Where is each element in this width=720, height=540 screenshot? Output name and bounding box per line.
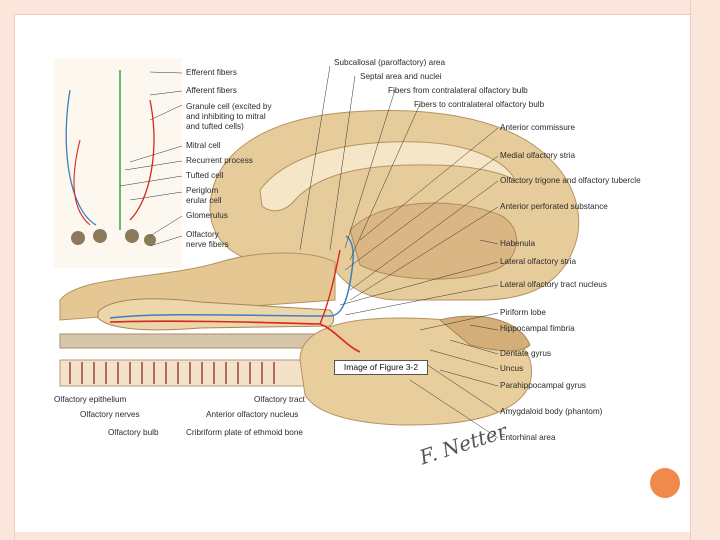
inset-red-fiber — [129, 99, 155, 221]
label-uncus: Uncus — [500, 364, 524, 373]
olfactory-epithelium — [59, 359, 341, 387]
hippocampus — [438, 315, 531, 352]
label-hippocampal-fimbria: Hippocampal fimbria — [500, 324, 575, 333]
frame-border-top — [0, 0, 720, 14]
label-entorhinal-area: Entorhinal area — [500, 433, 556, 442]
label-dentate-gyrus: Dentate gyrus — [500, 349, 551, 358]
label-granule-cell-2: and inhibiting to mitral — [186, 112, 266, 121]
cribriform-plate — [59, 333, 341, 349]
blue-fiber-tract — [109, 235, 354, 319]
label-recurrent-process: Recurrent process — [186, 156, 253, 165]
leader-lines — [119, 65, 499, 439]
label-anterior-olfactory-nucleus: Anterior olfactory nucleus — [206, 410, 299, 419]
label-olfactory-epithelium: Olfactory epithelium — [54, 395, 127, 404]
frame-border-right — [690, 0, 720, 540]
label-anterior-commissure: Anterior commissure — [500, 123, 576, 132]
label-subcallosal-area: Subcallosal (parolfactory) area — [334, 58, 446, 67]
frame-line-top — [14, 14, 690, 15]
label-lateral-olfactory-stria: Lateral olfactory stria — [500, 257, 576, 266]
label-septal-area: Septal area and nuclei — [360, 72, 442, 81]
label-amygdaloid-body: Amygdaloid body (phantom) — [500, 407, 603, 416]
label-tufted-cell: Tufted cell — [186, 171, 224, 180]
label-granule-cell-3: and tufted cells) — [186, 122, 244, 131]
corpus-callosum — [259, 141, 517, 212]
label-mitral-cell: Mitral cell — [186, 141, 221, 150]
label-olfactory-nerve-2: nerve fibers — [186, 240, 229, 249]
label-medial-olfactory-stria: Medial olfactory stria — [500, 151, 576, 160]
accent-dot — [650, 468, 680, 498]
label-glomerulus: Glomerulus — [186, 211, 228, 220]
epithelium-cells — [69, 362, 275, 384]
label-periglomerular-2: erular cell — [186, 196, 222, 205]
label-efferent-fibers: Efferent fibers — [186, 68, 237, 77]
label-olfactory-nerve-1: Olfactory — [186, 230, 219, 239]
frame-border-bottom — [0, 532, 720, 540]
label-piriform-lobe: Piriform lobe — [500, 308, 546, 317]
label-fibers-to-contralateral: Fibers to contralateral olfactory bulb — [414, 100, 545, 109]
label-afferent-fibers: Afferent fibers — [186, 86, 237, 95]
frame-line-left — [14, 14, 15, 540]
inset-glomeruli — [71, 229, 156, 246]
red-fiber-medial — [319, 249, 341, 325]
label-cribriform-plate: Cribriform plate of ethmoid bone — [186, 428, 303, 437]
inset-blue-fiber — [65, 89, 97, 226]
label-olfactory-tract: Olfactory tract — [254, 395, 305, 404]
label-parahippocampal-gyrus: Parahippocampal gyrus — [500, 381, 587, 390]
figure-caption-box: Image of Figure 3-2 — [334, 360, 428, 375]
label-olfactory-trigone: Olfactory trigone and olfactory tubercle — [500, 176, 641, 185]
label-anterior-perforated-substance: Anterior perforated substance — [500, 202, 608, 211]
label-olfactory-bulb: Olfactory bulb — [108, 428, 159, 437]
label-granule-cell-1: Granule cell (excited by — [186, 102, 272, 111]
label-olfactory-nerves: Olfactory nerves — [80, 410, 140, 419]
label-fibers-from-contralateral: Fibers from contralateral olfactory bulb — [388, 86, 528, 95]
frame-line-right — [690, 0, 691, 540]
thalamus-region — [349, 202, 517, 280]
inset-red-fiber-2 — [73, 139, 91, 226]
frame-border-left — [0, 0, 14, 540]
label-periglomerular-1: Periglom — [186, 186, 219, 195]
red-fiber-tract — [109, 320, 361, 353]
label-habenula: Habenula — [500, 239, 536, 248]
label-lateral-olfactory-tract-nucleus: Lateral olfactory tract nucleus — [500, 280, 607, 289]
